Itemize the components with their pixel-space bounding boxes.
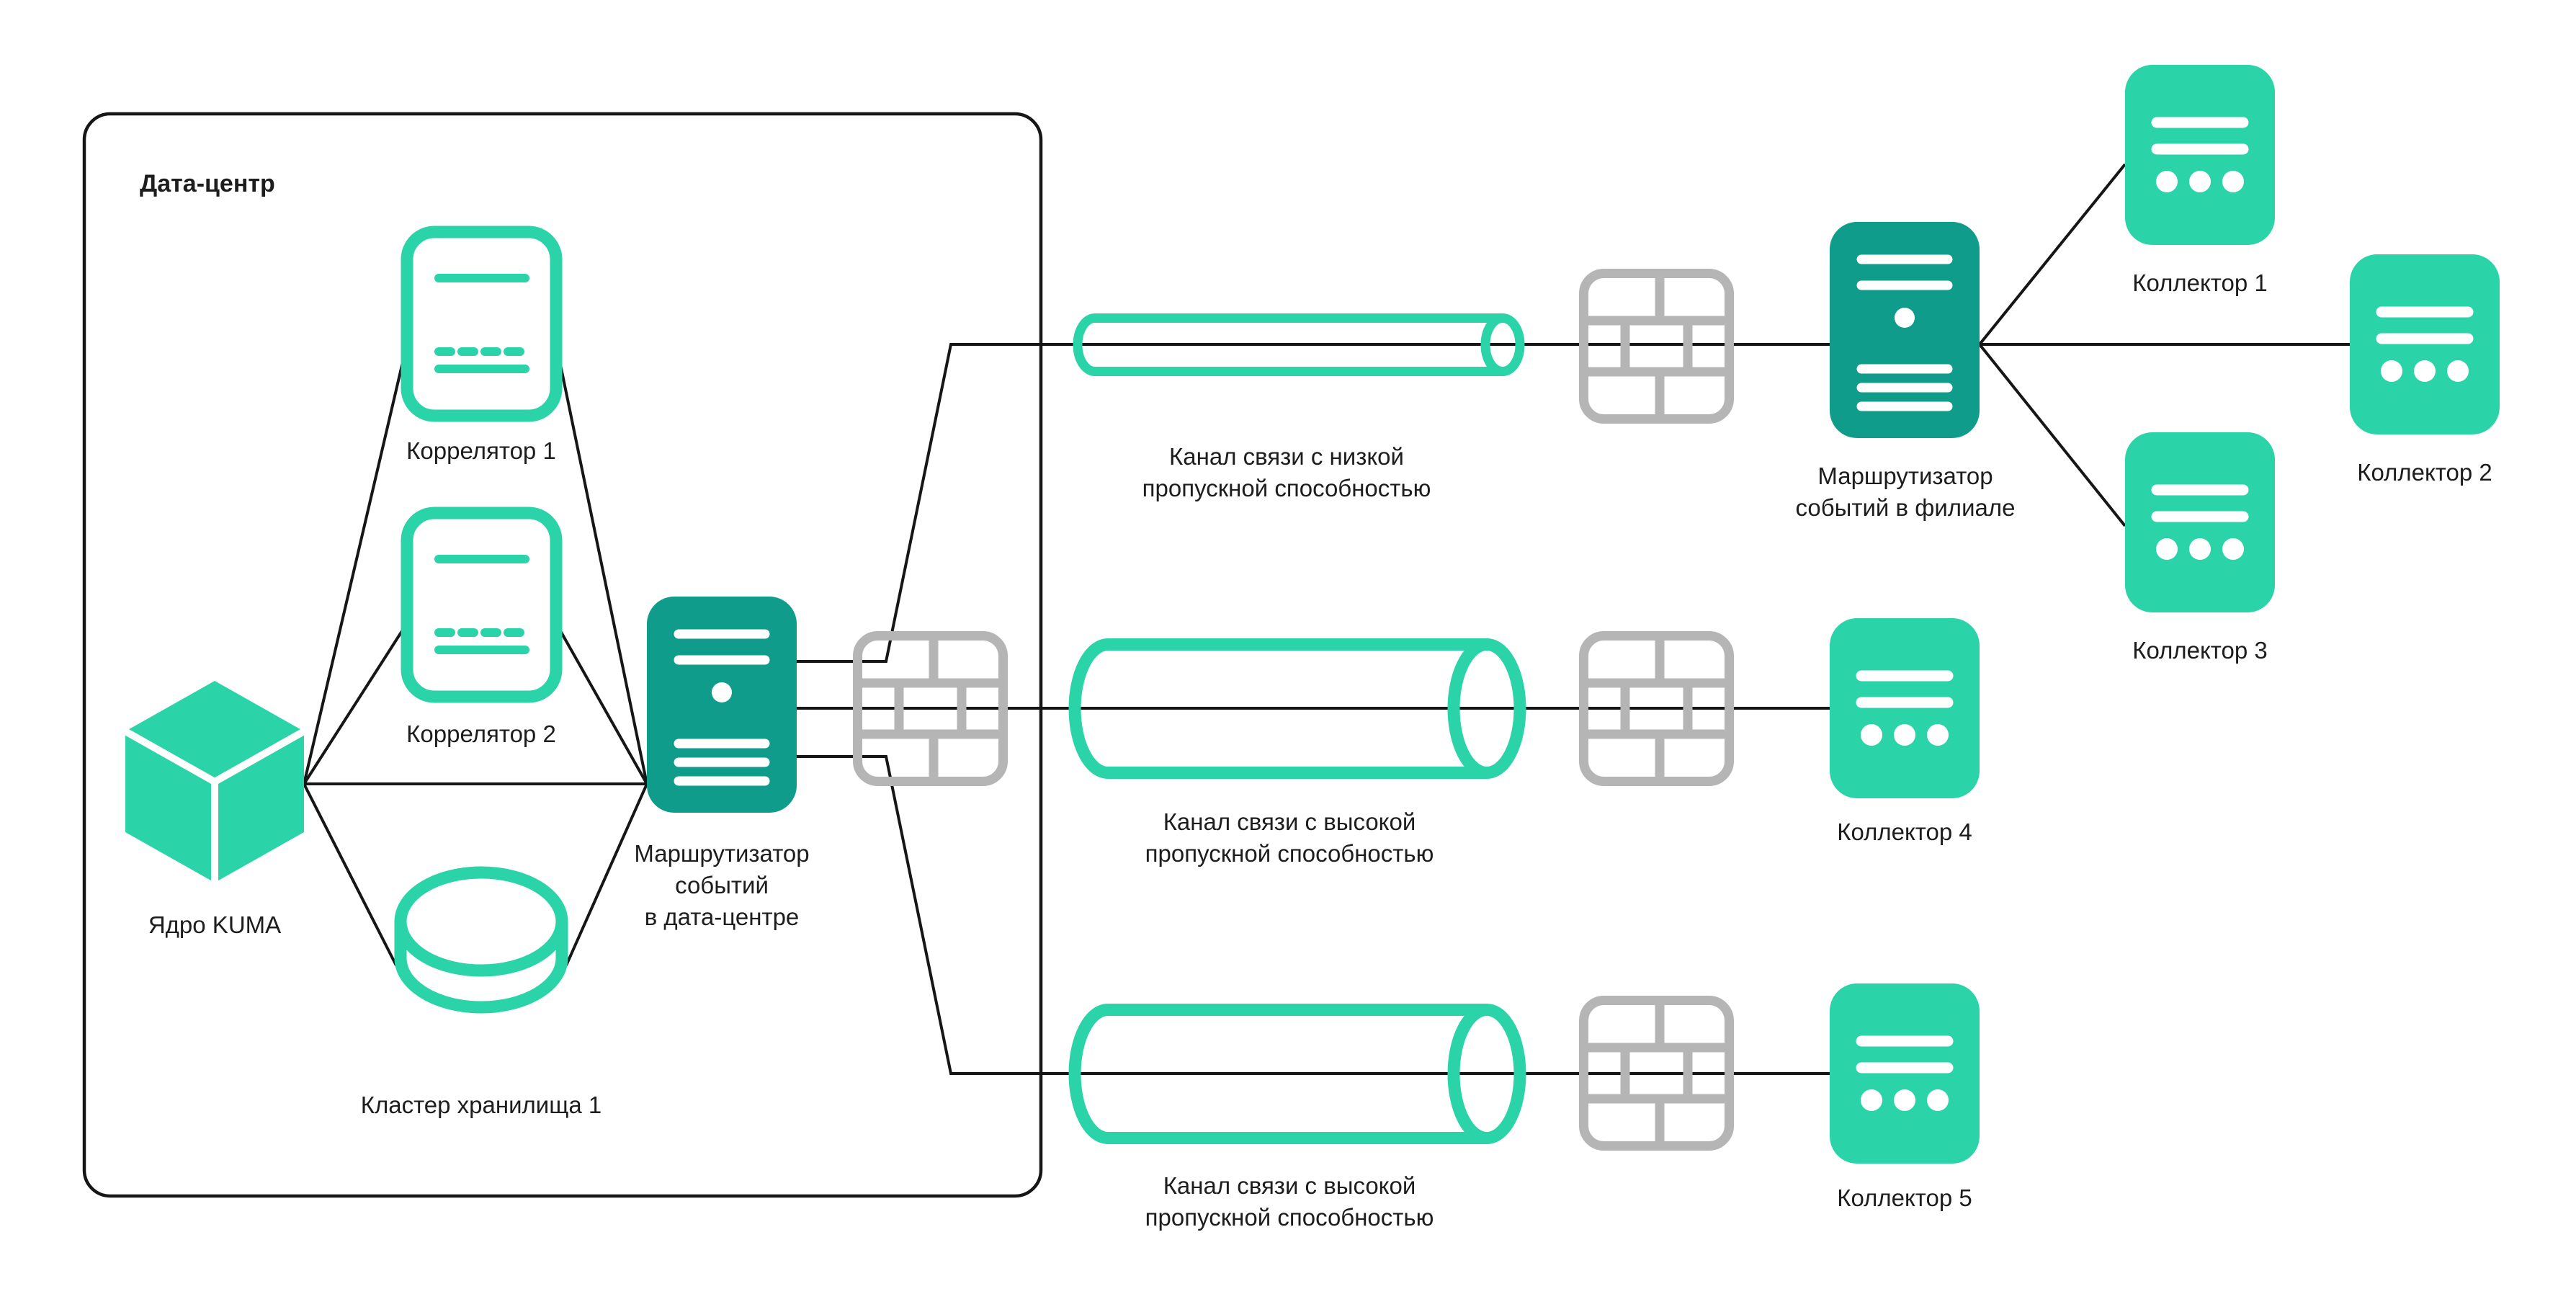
branch-event-router-icon [1830, 222, 1980, 438]
datacenter-boundary [82, 112, 1043, 1198]
collector2-icon [2350, 254, 2500, 434]
storage-cluster-icon [394, 866, 568, 1014]
collector2-label: Коллектор 2 [2357, 459, 2492, 486]
firewall-top-icon [1584, 274, 1730, 419]
link-core-correlator2 [303, 622, 408, 785]
dc-event-router-label-1: Маршрутизатор [634, 840, 809, 867]
collector1-label: Коллектор 1 [2132, 269, 2268, 296]
branch-event-router-label-1: Маршрутизатор [1817, 463, 1993, 489]
collector4-label: Коллектор 4 [1837, 818, 1972, 845]
collector1-icon [2125, 65, 2275, 245]
high-bandwidth-channel-bottom-label-1: Канал связи с высокой [1163, 1172, 1416, 1199]
link-dc-router-low-channel [797, 343, 1830, 663]
correlator2-icon [407, 513, 556, 697]
link-correlator1-dc-router [555, 343, 648, 785]
dc-event-router-icon [647, 597, 797, 813]
link-correlator2-dc-router [555, 623, 648, 785]
link-core-storage [303, 783, 398, 966]
high-bandwidth-channel-mid-label-1: Канал связи с высокой [1163, 808, 1416, 835]
high-bandwidth-channel-mid-label-2: пропускной способностью [1145, 840, 1434, 867]
dc-event-router-label-3: в дата-центре [645, 903, 800, 930]
branch-event-router-label-2: событий в филиале [1796, 494, 2016, 521]
collector3-icon [2125, 432, 2275, 612]
correlator1-label: Коррелятор 1 [406, 437, 556, 464]
datacenter-title: Дата-центр [140, 170, 275, 197]
correlator1-icon [407, 232, 556, 416]
link-storage-dc-router [565, 783, 648, 966]
link-branch-router-collector1 [1978, 163, 2126, 346]
low-bandwidth-channel-label-1: Канал связи с низкой [1169, 443, 1404, 470]
collector5-label: Коллектор 5 [1837, 1184, 1972, 1211]
link-branch-router-collector3 [1978, 343, 2126, 527]
high-bandwidth-channel-bottom-label-2: пропускной способностью [1145, 1204, 1434, 1231]
collector5-icon [1830, 983, 1980, 1164]
collector3-label: Коллектор 3 [2132, 637, 2268, 664]
low-bandwidth-channel-label-2: пропускной способностью [1142, 475, 1431, 501]
correlator2-label: Коррелятор 2 [406, 720, 556, 747]
connection-lines [303, 163, 2350, 1075]
dc-event-router-label-2: событий [675, 872, 769, 898]
kuma-core-label: Ядро KUMA [148, 911, 281, 938]
link-core-correlator1 [303, 343, 408, 785]
link-dc-router-bottom-channel [797, 755, 1830, 1075]
storage-cluster-label: Кластер хранилища 1 [361, 1092, 602, 1118]
collector4-icon [1830, 618, 1980, 798]
kuma-core-icon [123, 681, 306, 883]
